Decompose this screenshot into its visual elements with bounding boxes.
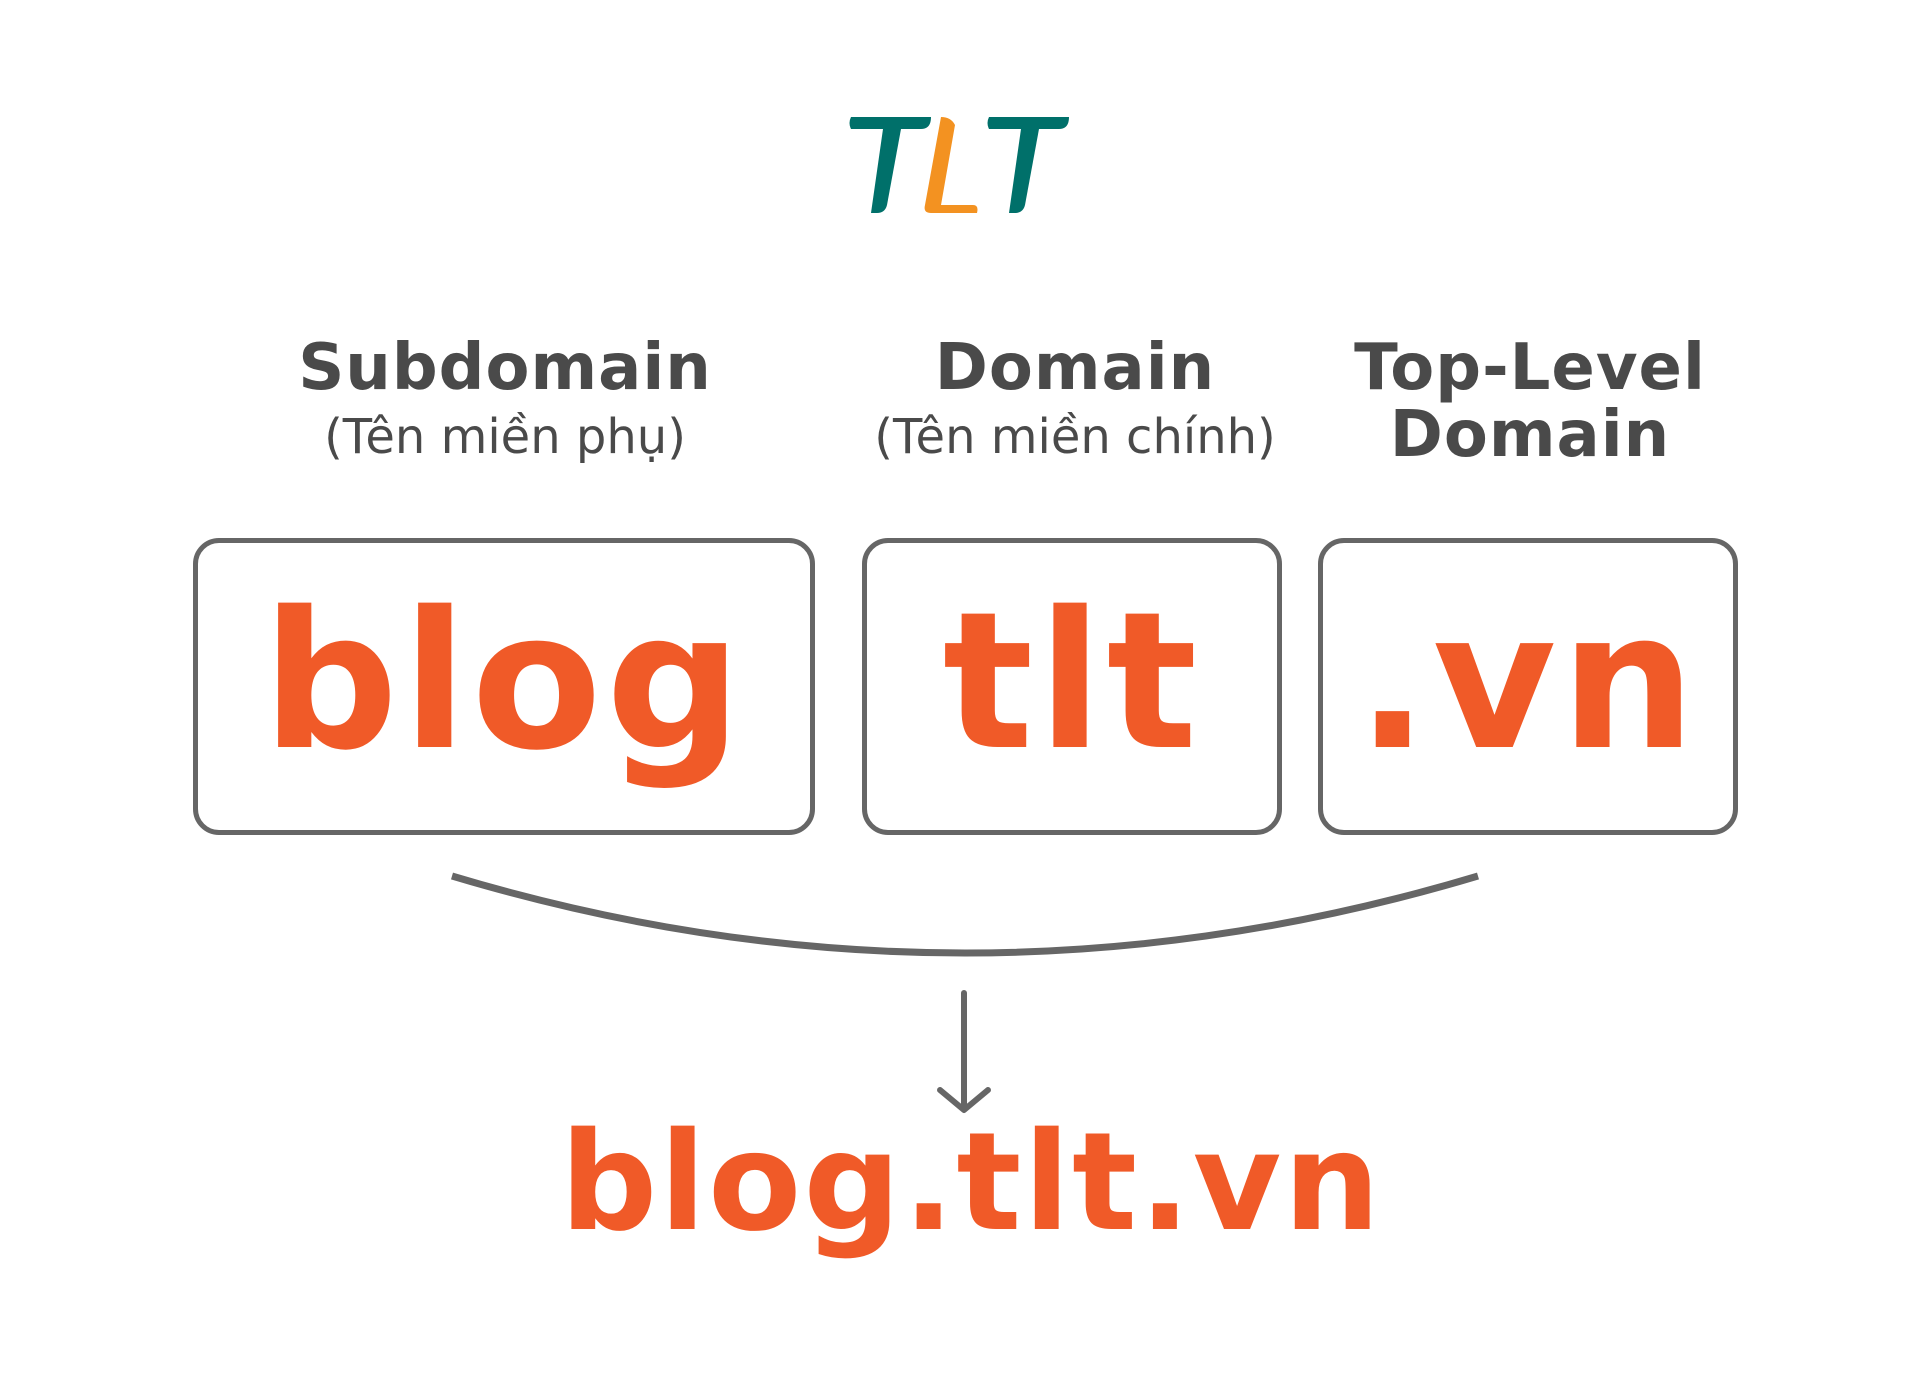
domain-part: tlt bbox=[942, 571, 1202, 792]
subdomain-subtitle: (Tên miền phụ) bbox=[324, 409, 686, 466]
subdomain-part: blog bbox=[262, 571, 746, 792]
tld-label: Top-Level Domain bbox=[1330, 331, 1730, 473]
domain-label: Domain (Tên miền chính) bbox=[810, 331, 1340, 466]
domain-title: Domain bbox=[934, 331, 1216, 405]
domain-subtitle: (Tên miền chính) bbox=[874, 409, 1276, 466]
tld-title: Top-Level Domain bbox=[1354, 331, 1706, 473]
tlt-logo bbox=[849, 117, 1069, 213]
domain-box: tlt bbox=[862, 538, 1282, 835]
subdomain-box: blog bbox=[193, 538, 815, 835]
tld-box: .vn bbox=[1318, 538, 1738, 835]
tld-part: .vn bbox=[1356, 571, 1700, 792]
subdomain-label: Subdomain (Tên miền phụ) bbox=[250, 331, 760, 466]
combine-curve bbox=[450, 872, 1480, 957]
subdomain-title: Subdomain bbox=[298, 331, 712, 405]
full-domain: blog.tlt.vn bbox=[560, 1104, 1383, 1262]
